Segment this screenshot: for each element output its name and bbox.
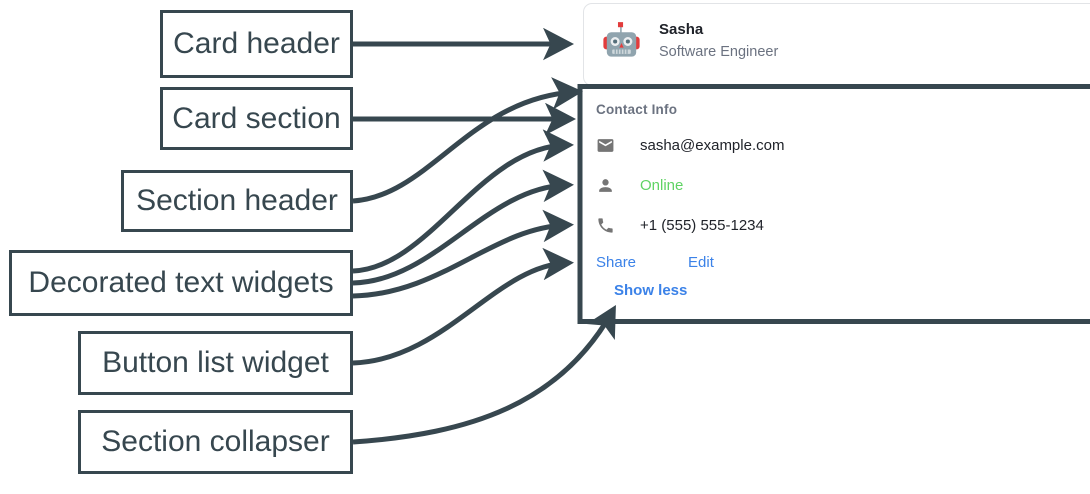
- card: Sasha Software Engineer: [583, 3, 1090, 86]
- annotation-label: Button list widget: [102, 346, 329, 379]
- show-less-button[interactable]: Show less: [614, 282, 688, 299]
- section-collapser[interactable]: Show less: [614, 282, 687, 300]
- annotation-card-header: Card header: [160, 10, 353, 78]
- annotation-label: Section header: [136, 184, 338, 217]
- annotation-section-collapser: Section collapser: [78, 410, 353, 474]
- arrow-section-collapser: [352, 305, 616, 445]
- arrow-section-header: [352, 77, 583, 204]
- section-header: Contact Info: [596, 102, 678, 117]
- card-section: Contact Info sasha@example.com Online +1…: [578, 84, 1090, 324]
- person-icon: [596, 176, 618, 195]
- arrow-decorated-text-email: [352, 129, 574, 274]
- decorated-text-email: sasha@example.com: [640, 136, 785, 154]
- decorated-text-row-status: Online: [596, 174, 683, 196]
- decorated-text-row-email: sasha@example.com: [596, 134, 784, 156]
- annotation-button-list-widget: Button list widget: [78, 331, 353, 395]
- card-header-title: Sasha: [659, 20, 704, 38]
- annotation-label: Section collapser: [101, 425, 330, 458]
- button-list-widget: Share Edit: [596, 254, 714, 271]
- arrow-decorated-text-phone: [352, 209, 574, 299]
- decorated-text-row-phone: +1 (555) 555-1234: [596, 214, 764, 236]
- robot-avatar-icon: [598, 18, 645, 65]
- annotation-label: Decorated text widgets: [28, 266, 334, 299]
- annotation-section-header: Section header: [121, 170, 353, 232]
- arrow-decorated-text-status: [352, 169, 574, 286]
- card-header-text: Sasha Software Engineer: [659, 21, 778, 62]
- phone-icon: [596, 216, 618, 235]
- arrow-button-list: [352, 247, 574, 366]
- annotation-label: Card header: [173, 27, 340, 60]
- annotation-label: Card section: [172, 101, 341, 135]
- email-icon: [596, 136, 618, 155]
- card-header-subtitle: Software Engineer: [659, 43, 779, 60]
- annotation-card-section: Card section: [160, 87, 353, 150]
- edit-button[interactable]: Edit: [688, 254, 714, 271]
- decorated-text-status: Online: [640, 176, 684, 194]
- decorated-text-phone: +1 (555) 555-1234: [640, 216, 764, 234]
- card-header: Sasha Software Engineer: [584, 4, 778, 65]
- annotation-decorated-text-widgets: Decorated text widgets: [9, 250, 353, 316]
- share-button[interactable]: Share: [596, 254, 637, 271]
